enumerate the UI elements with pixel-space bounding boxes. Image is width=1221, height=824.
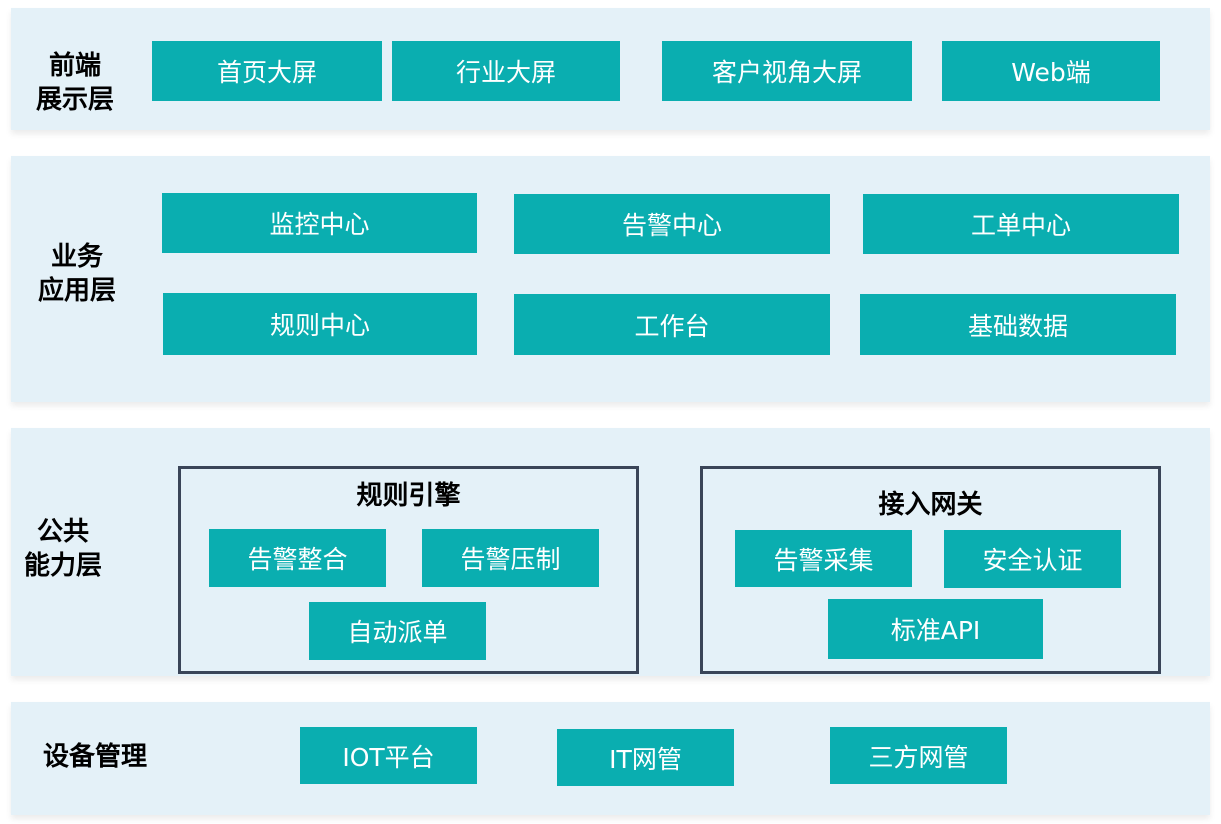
module-box: 客户视角大屏 — [662, 41, 912, 101]
layer-label-business: 业务应用层 — [17, 240, 137, 308]
module-box: 工单中心 — [863, 194, 1179, 254]
group-rule-engine: 规则引擎 — [178, 466, 639, 674]
module-box: 行业大屏 — [392, 41, 620, 101]
module-box: 监控中心 — [162, 193, 477, 253]
group-title: 接入网关 — [878, 490, 983, 520]
module-box: 自动派单 — [309, 602, 486, 660]
module-box: IOT平台 — [300, 727, 477, 784]
label-line: 展示层 — [35, 85, 114, 115]
layer-label-common: 公共能力层 — [3, 515, 123, 583]
module-box: 基础数据 — [860, 294, 1176, 355]
module-box: 告警中心 — [514, 194, 830, 254]
module-box: 安全认证 — [944, 530, 1121, 588]
module-box: 工作台 — [514, 294, 830, 355]
label-line: 设备管理 — [42, 742, 147, 772]
module-box: 规则中心 — [163, 293, 477, 355]
label-line: 能力层 — [23, 551, 102, 581]
module-box: 标准API — [828, 599, 1043, 659]
layer-label-frontend: 前端展示层 — [15, 49, 135, 117]
module-box: 告警整合 — [209, 529, 386, 587]
group-title: 规则引擎 — [356, 481, 461, 511]
label-line: 公共 — [36, 517, 89, 547]
module-box: 告警压制 — [422, 529, 599, 587]
module-box: IT网管 — [557, 729, 734, 786]
module-box: 首页大屏 — [152, 41, 382, 101]
group-access-gateway: 接入网关 — [700, 466, 1161, 674]
label-line: 应用层 — [37, 276, 116, 306]
label-line: 前端 — [48, 51, 101, 81]
module-box: Web端 — [942, 41, 1160, 101]
module-box: 三方网管 — [830, 727, 1007, 784]
layer-label-device: 设备管理 — [25, 740, 165, 774]
label-line: 业务 — [50, 242, 103, 272]
module-box: 告警采集 — [735, 530, 912, 587]
